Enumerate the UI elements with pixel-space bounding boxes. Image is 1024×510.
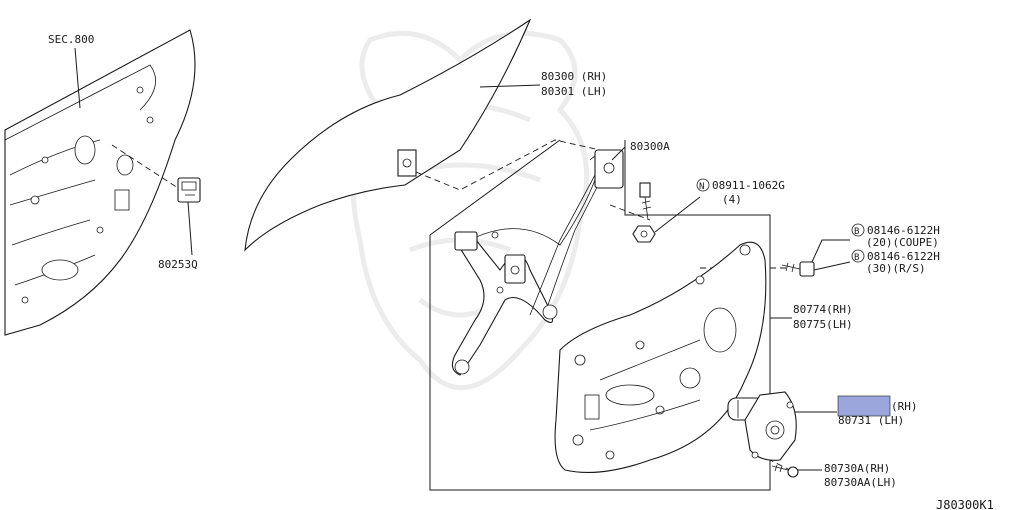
callout-bolt2-code: 08146-6122H (867, 250, 940, 263)
callout-motor-rh-suffix: (RH) (891, 400, 918, 413)
leader-bolt-1 (811, 239, 850, 263)
dashed-line-nut (609, 204, 651, 221)
bolt1-symbol-letter: B (854, 227, 859, 237)
clip-80253q (177, 177, 201, 203)
dashed-line-glass (415, 139, 601, 191)
diagram-id: J80300K1 (936, 498, 994, 510)
leader-80300a (611, 146, 626, 161)
callout-80730aa-lh: 80730AA(LH) (824, 476, 897, 489)
frame-top-edge (429, 139, 561, 236)
callout-bolt1-qty: (20)(COUPE) (866, 236, 939, 249)
motor-part-number-highlight (837, 395, 891, 417)
leader-80253q (187, 201, 193, 256)
regulator-motor (727, 391, 797, 461)
nut-symbol-letter: N (699, 182, 704, 192)
nut-08911-1062g (632, 225, 656, 243)
bolt2-symbol-circle (851, 249, 865, 263)
window-regulator (451, 149, 624, 376)
callout-80301-lh: 80301 (LH) (541, 85, 607, 98)
door-glass (244, 18, 532, 252)
bolt-80300a (639, 182, 652, 221)
door-inner-panel (4, 29, 196, 336)
callout-80775-lh: 80775(LH) (793, 318, 853, 331)
leader-bolt-2 (813, 261, 851, 271)
callout-motor-lh: 80731 (LH) (838, 414, 904, 427)
callout-bolt1-code: 08146-6122H (867, 224, 940, 237)
callout-nut-code: 08911-1062G (712, 179, 785, 192)
leader-80300 (479, 84, 541, 88)
callout-bolt2-qty: (30)(R/S) (866, 262, 926, 275)
module-plate (554, 241, 767, 474)
leader-sec-800 (74, 47, 81, 109)
bolt-08146-6122h (781, 261, 815, 277)
nut-symbol-circle (696, 178, 710, 192)
callout-80300-rh: 80300 (RH) (541, 70, 607, 83)
callout-80774-rh: 80774(RH) (793, 303, 853, 316)
screw-80730a (771, 464, 799, 478)
callout-nut-qty: (4) (722, 193, 742, 206)
regulator-assembly-frame (429, 140, 771, 491)
leader-nut (654, 196, 701, 233)
callout-80300a: 80300A (630, 140, 670, 153)
dashed-line-clip (111, 144, 179, 189)
callout-sec-800: SEC.800 (48, 33, 94, 46)
callout-80253q: 80253Q (158, 258, 198, 271)
callout-80730a-rh: 80730A(RH) (824, 462, 890, 475)
bolt1-symbol-circle (851, 223, 865, 237)
bolt2-symbol-letter: B (854, 253, 859, 263)
